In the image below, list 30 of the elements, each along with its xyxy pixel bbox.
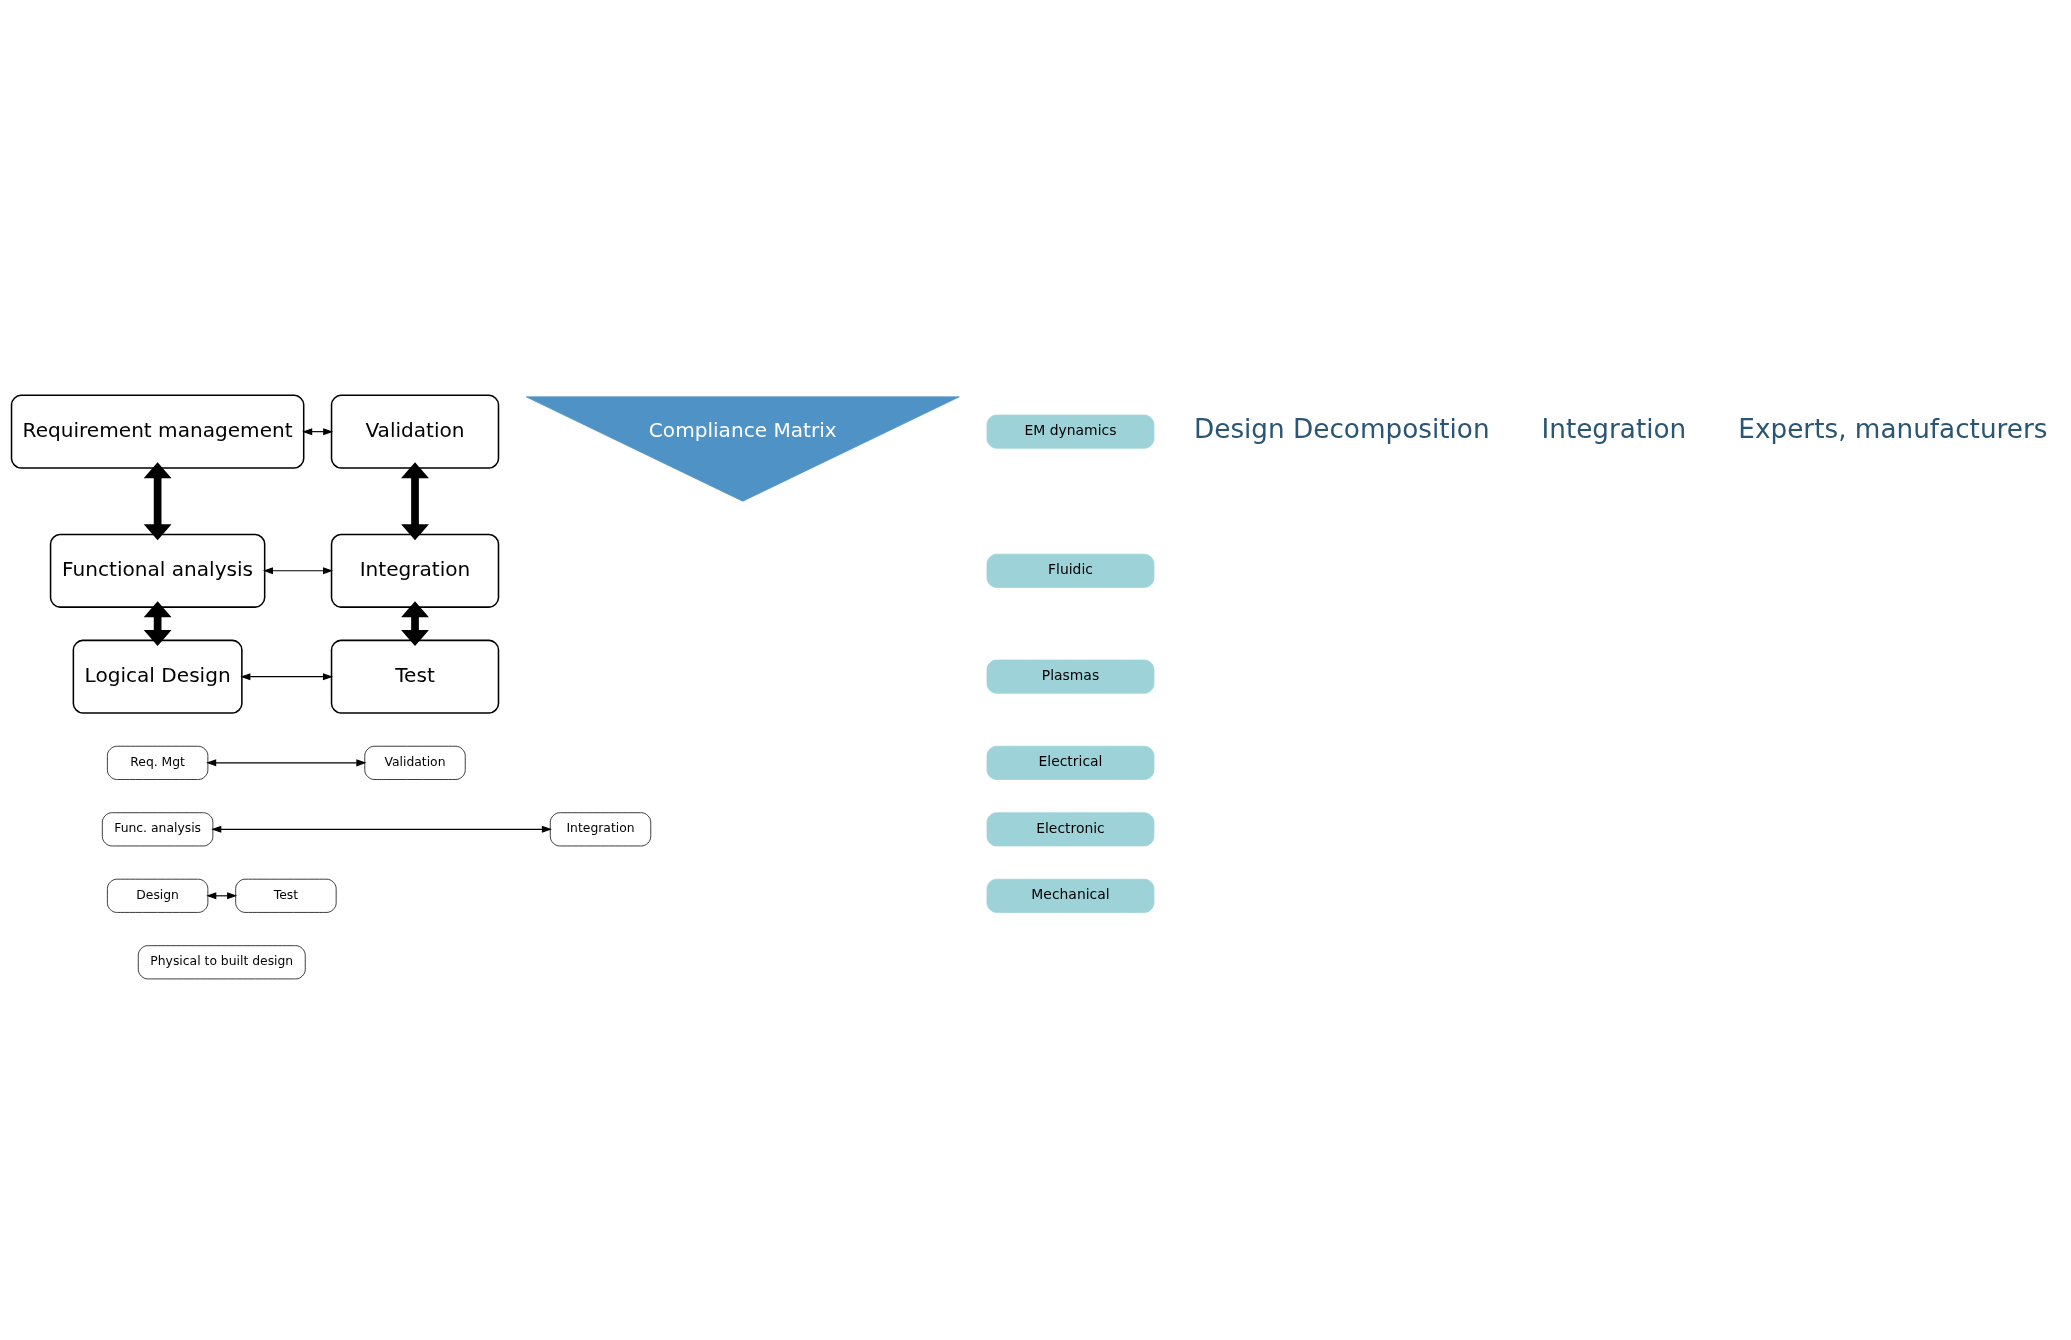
arrow <box>211 825 552 833</box>
node-box: Test <box>330 639 500 714</box>
node-box: Validation <box>330 394 500 469</box>
node-box: Test <box>235 878 337 913</box>
node-box: Integration <box>549 811 652 846</box>
label: Experts, manufacturers <box>1738 413 2048 444</box>
label: Design Decomposition <box>1194 413 1490 444</box>
node-box: Electronic <box>986 811 1155 846</box>
node-box: Requirement management <box>10 394 305 469</box>
node-box: Functional analysis <box>49 533 266 608</box>
node-box: Logical Design <box>72 639 243 714</box>
node-box: Validation <box>364 745 466 780</box>
node-box: Design <box>107 878 209 913</box>
node-box: Fluidic <box>986 553 1155 588</box>
arrow <box>206 758 367 766</box>
arrow <box>240 672 333 680</box>
label: Integration <box>1541 413 1687 444</box>
node-box: EM dynamics <box>986 414 1155 449</box>
node-box: Mechanical <box>986 878 1155 913</box>
node-box: Plasmas <box>986 659 1155 694</box>
node-box: Req. Mgt <box>107 745 209 780</box>
arrow <box>401 461 429 540</box>
arrow <box>262 566 334 574</box>
node-box: Electrical <box>986 745 1155 780</box>
arrow <box>143 600 172 646</box>
node-box: Func. analysis <box>101 811 214 846</box>
arrow <box>401 600 429 646</box>
node-box: Integration <box>330 533 500 608</box>
node-box: Physical to built design <box>137 944 306 979</box>
arrow <box>143 461 172 540</box>
